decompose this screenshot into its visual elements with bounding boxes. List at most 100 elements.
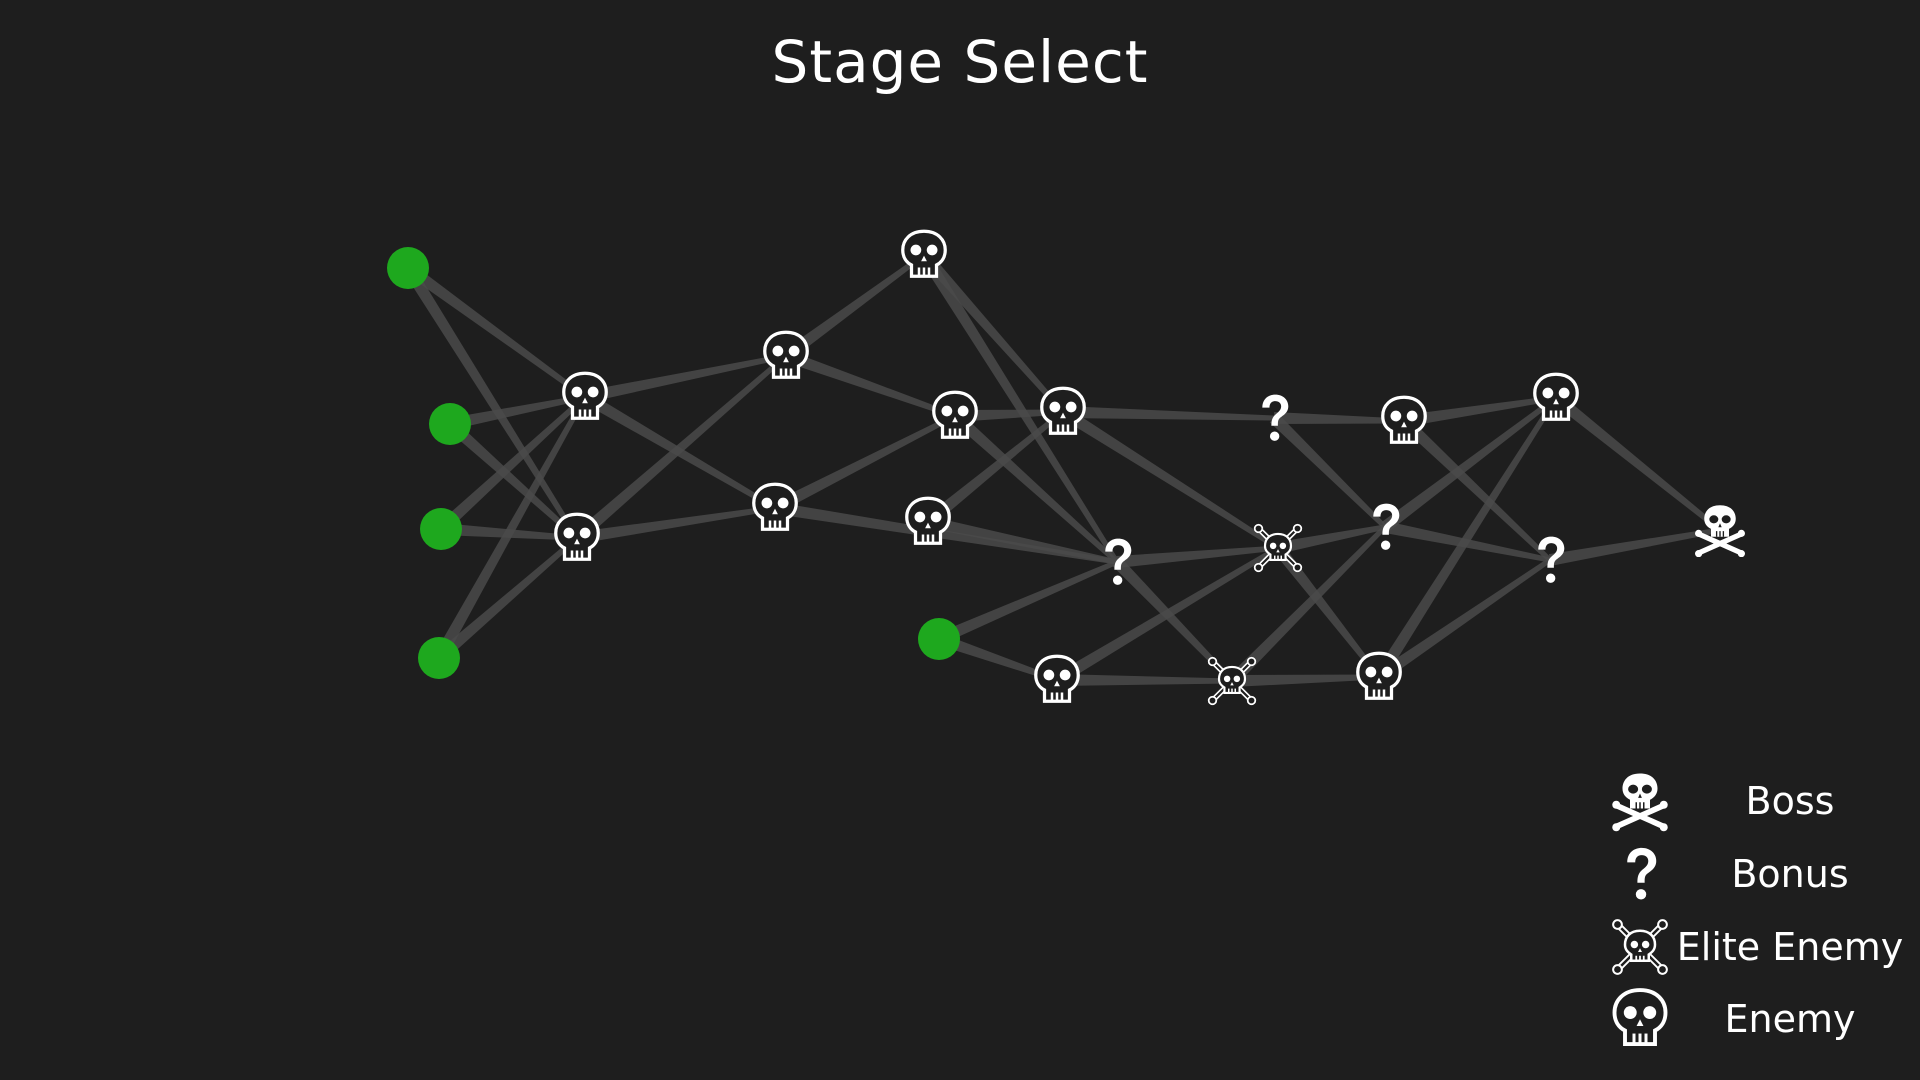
path-edge xyxy=(1381,396,1558,532)
path-edge xyxy=(783,350,956,419)
bonus-node[interactable] xyxy=(1256,392,1292,444)
start-node[interactable] xyxy=(418,506,464,552)
enemy-node[interactable] xyxy=(1032,654,1082,707)
page-title: Stage Select xyxy=(771,28,1149,96)
question-mark-icon xyxy=(1532,534,1568,586)
enemy-node[interactable] xyxy=(1354,651,1404,704)
enemy-node[interactable] xyxy=(560,371,610,424)
skull-icon xyxy=(930,390,980,443)
skull-icon xyxy=(1379,395,1429,448)
skull-icon xyxy=(899,229,949,282)
path-edge xyxy=(926,516,1118,565)
start-circle-icon xyxy=(429,403,471,445)
path-edge xyxy=(573,354,788,543)
path-edge xyxy=(774,502,1118,565)
path-edge xyxy=(1548,527,1721,566)
path-edge xyxy=(1399,416,1552,562)
skull-icon xyxy=(903,496,953,549)
boss-node[interactable] xyxy=(1693,503,1747,557)
legend-row-elite-enemy: Elite Enemy xyxy=(1600,912,1920,982)
bonus-node[interactable] xyxy=(1532,534,1568,586)
path-edge xyxy=(1375,557,1552,682)
path-edge xyxy=(402,264,580,540)
path-edge xyxy=(448,394,586,430)
enemy-node[interactable] xyxy=(1379,395,1429,448)
start-circle-icon xyxy=(918,618,960,660)
skull-icon xyxy=(750,482,800,535)
elite-enemy-node[interactable] xyxy=(1252,522,1304,574)
path-edge xyxy=(772,413,957,514)
bonus-icon xyxy=(1610,839,1670,909)
enemy-node[interactable] xyxy=(899,229,949,282)
start-node[interactable] xyxy=(416,635,462,681)
elite-enemy-node[interactable] xyxy=(1206,655,1258,707)
legend-label: Elite Enemy xyxy=(1676,925,1904,969)
path-edge xyxy=(1273,544,1381,679)
path-edge xyxy=(937,633,1058,683)
path-edge xyxy=(433,395,588,661)
path-edge xyxy=(576,505,776,544)
legend-label: Enemy xyxy=(1724,997,1856,1041)
bonus-node[interactable] xyxy=(1367,501,1403,553)
enemy-node[interactable] xyxy=(1038,386,1088,439)
legend-label: Boss xyxy=(1745,779,1835,823)
elite-enemy-icon xyxy=(1610,912,1670,982)
path-edge xyxy=(1552,393,1722,532)
path-edge xyxy=(1227,525,1387,686)
path-edge xyxy=(936,559,1118,645)
legend-row-bonus: Bonus xyxy=(1600,839,1920,909)
path-edge xyxy=(1269,413,1387,529)
legend-row-boss: Boss xyxy=(1600,766,1920,836)
start-node[interactable] xyxy=(427,401,473,447)
path-edge xyxy=(782,252,926,361)
skull-icon xyxy=(1354,651,1404,704)
legend-row-enemy: Enemy xyxy=(1600,984,1920,1054)
start-circle-icon xyxy=(387,247,429,289)
path-edge xyxy=(924,410,1065,527)
enemy-node[interactable] xyxy=(930,390,980,443)
path-edge xyxy=(954,409,1064,422)
question-mark-icon xyxy=(1367,501,1403,553)
legend-label: Bonus xyxy=(1731,852,1849,896)
enemy-node[interactable] xyxy=(1531,372,1581,425)
start-node[interactable] xyxy=(916,616,962,662)
path-edge xyxy=(404,263,587,400)
path-edge xyxy=(1231,674,1380,687)
path-edge xyxy=(1373,396,1559,681)
enemy-node[interactable] xyxy=(552,512,602,565)
path-edge xyxy=(1056,674,1233,686)
path-edge xyxy=(1062,406,1275,421)
path-edge xyxy=(950,411,1119,564)
enemy-node[interactable] xyxy=(903,496,953,549)
skull-icon xyxy=(1032,654,1082,707)
path-edge xyxy=(583,353,787,403)
bonus-node[interactable] xyxy=(1099,536,1135,588)
path-edge xyxy=(1059,406,1280,551)
path-edge xyxy=(436,395,587,534)
question-mark-icon xyxy=(1256,392,1292,444)
enemy-icon xyxy=(1610,984,1670,1054)
path-edge xyxy=(1112,557,1234,683)
path-edge xyxy=(1403,395,1557,427)
skull-crossbones-icon xyxy=(1693,503,1747,557)
boss-icon xyxy=(1610,766,1670,836)
start-node[interactable] xyxy=(385,245,431,291)
start-circle-icon xyxy=(418,637,460,679)
skull-crossbones-outline-icon xyxy=(1252,522,1304,574)
enemy-node[interactable] xyxy=(761,330,811,383)
path-edge xyxy=(1276,524,1386,554)
question-mark-icon xyxy=(1099,536,1135,588)
skull-icon xyxy=(552,512,602,565)
path-edge xyxy=(435,536,579,663)
path-edge xyxy=(918,251,1120,564)
skull-crossbones-outline-icon xyxy=(1206,655,1258,707)
skull-icon xyxy=(560,371,610,424)
enemy-node[interactable] xyxy=(750,482,800,535)
skull-icon xyxy=(761,330,811,383)
path-edge xyxy=(919,251,1065,414)
skull-icon xyxy=(1531,372,1581,425)
path-edge xyxy=(1116,545,1279,568)
skull-icon xyxy=(1038,386,1088,439)
start-circle-icon xyxy=(420,508,462,550)
